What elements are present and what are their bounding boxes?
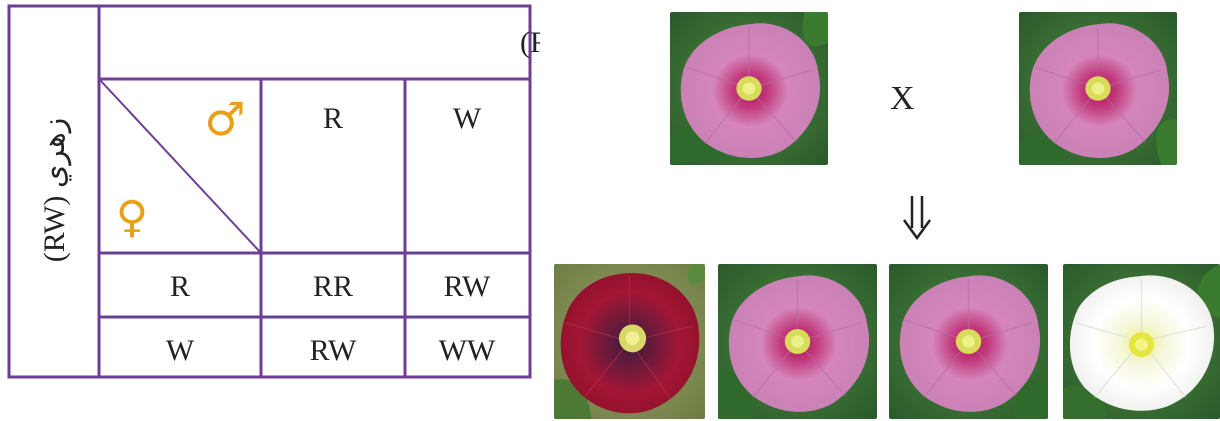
col-header-allele: R — [323, 102, 343, 135]
offspring-pink-flower-image — [889, 264, 1048, 419]
genotype-cell: RW — [444, 270, 491, 303]
genotype-cell: RW — [310, 334, 357, 367]
col-header-allele: W — [453, 102, 482, 135]
corner-diagonal — [99, 79, 262, 254]
row-header-allele: W — [166, 334, 195, 367]
punnett-outer-border — [7, 4, 532, 379]
parent-pink-flower-image — [670, 12, 828, 165]
genotype-cell: RR — [313, 270, 353, 303]
parent-pink-flower-image — [1019, 12, 1177, 165]
top-parent-label: زهري (RW) — [520, 26, 540, 60]
row-header-allele: R — [170, 270, 190, 303]
female-symbol-icon: ♀ — [116, 192, 148, 243]
genotype-cell: WW — [439, 334, 496, 367]
male-symbol-icon: ♂ — [204, 92, 245, 146]
offspring-pink-flower-image — [718, 264, 877, 419]
double-down-arrow-icon — [902, 196, 932, 240]
cross-operator: X — [890, 80, 915, 117]
left-parent-label: زهري (RW) — [38, 118, 72, 263]
punnett-square: زهري (RW) زهري (RW) ♂ ♀ R W R W RR RW RW… — [7, 4, 540, 379]
offspring-white-flower-image — [1063, 264, 1220, 419]
offspring-red-flower-image — [554, 264, 705, 419]
